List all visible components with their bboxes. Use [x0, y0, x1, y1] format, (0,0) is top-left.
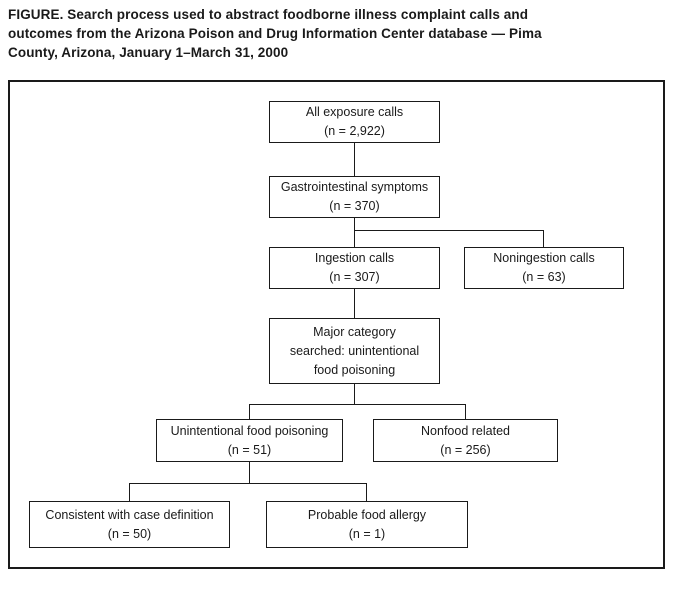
node-noningestion-calls: Noningestion calls (n = 63) [464, 247, 624, 289]
connector-branch-to-noningestion [543, 230, 544, 247]
node-nonfood-related: Nonfood related (n = 256) [373, 419, 558, 462]
node-ingestion-calls: Ingestion calls (n = 307) [269, 247, 440, 289]
connector-branch-to-food-allergy [366, 483, 367, 501]
connector-branch-to-nonfood [465, 404, 466, 419]
node-major-category-searched: Major category searched: unintentional f… [269, 318, 440, 384]
connector-unintentional-branch-horizontal [129, 483, 367, 484]
node-all-exposure-calls: All exposure calls (n = 2,922) [269, 101, 440, 143]
node-probable-food-allergy: Probable food allergy (n = 1) [266, 501, 468, 548]
connector-ingestion-to-major-category [354, 289, 355, 318]
connector-unintentional-stem [249, 462, 250, 483]
node-gastrointestinal-symptoms: Gastrointestinal symptoms (n = 370) [269, 176, 440, 218]
connector-gastro-to-ingestion [354, 218, 355, 248]
connector-gastro-branch-horizontal [354, 230, 544, 231]
connector-major-category-stem [354, 384, 355, 405]
figure-title: FIGURE. Search process used to abstract … [8, 7, 542, 60]
connector-exposure-to-gastro [354, 143, 355, 176]
connector-branch-to-unintentional [249, 404, 250, 419]
connector-major-category-branch-horizontal [249, 404, 466, 405]
node-consistent-with-case-definition: Consistent with case definition (n = 50) [29, 501, 230, 548]
connector-branch-to-case-definition [129, 483, 130, 501]
node-unintentional-food-poisoning: Unintentional food poisoning (n = 51) [156, 419, 343, 462]
